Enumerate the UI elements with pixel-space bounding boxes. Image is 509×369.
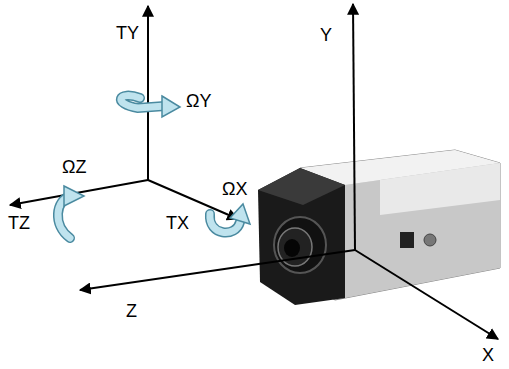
axis-label: TZ bbox=[8, 214, 30, 232]
axis-label: ΩZ bbox=[62, 158, 86, 176]
axis-label: Z bbox=[126, 302, 137, 320]
axes bbox=[10, 4, 498, 339]
camera-picture bbox=[258, 150, 500, 305]
axis-label: X bbox=[482, 346, 494, 364]
axis-label: TX bbox=[166, 214, 189, 232]
axis-label: ΩX bbox=[222, 180, 247, 198]
axis-label: Y bbox=[320, 26, 332, 44]
axis-label: TY bbox=[116, 24, 139, 42]
rotation-arrows bbox=[58, 96, 250, 238]
axis-label: ΩY bbox=[186, 92, 211, 110]
